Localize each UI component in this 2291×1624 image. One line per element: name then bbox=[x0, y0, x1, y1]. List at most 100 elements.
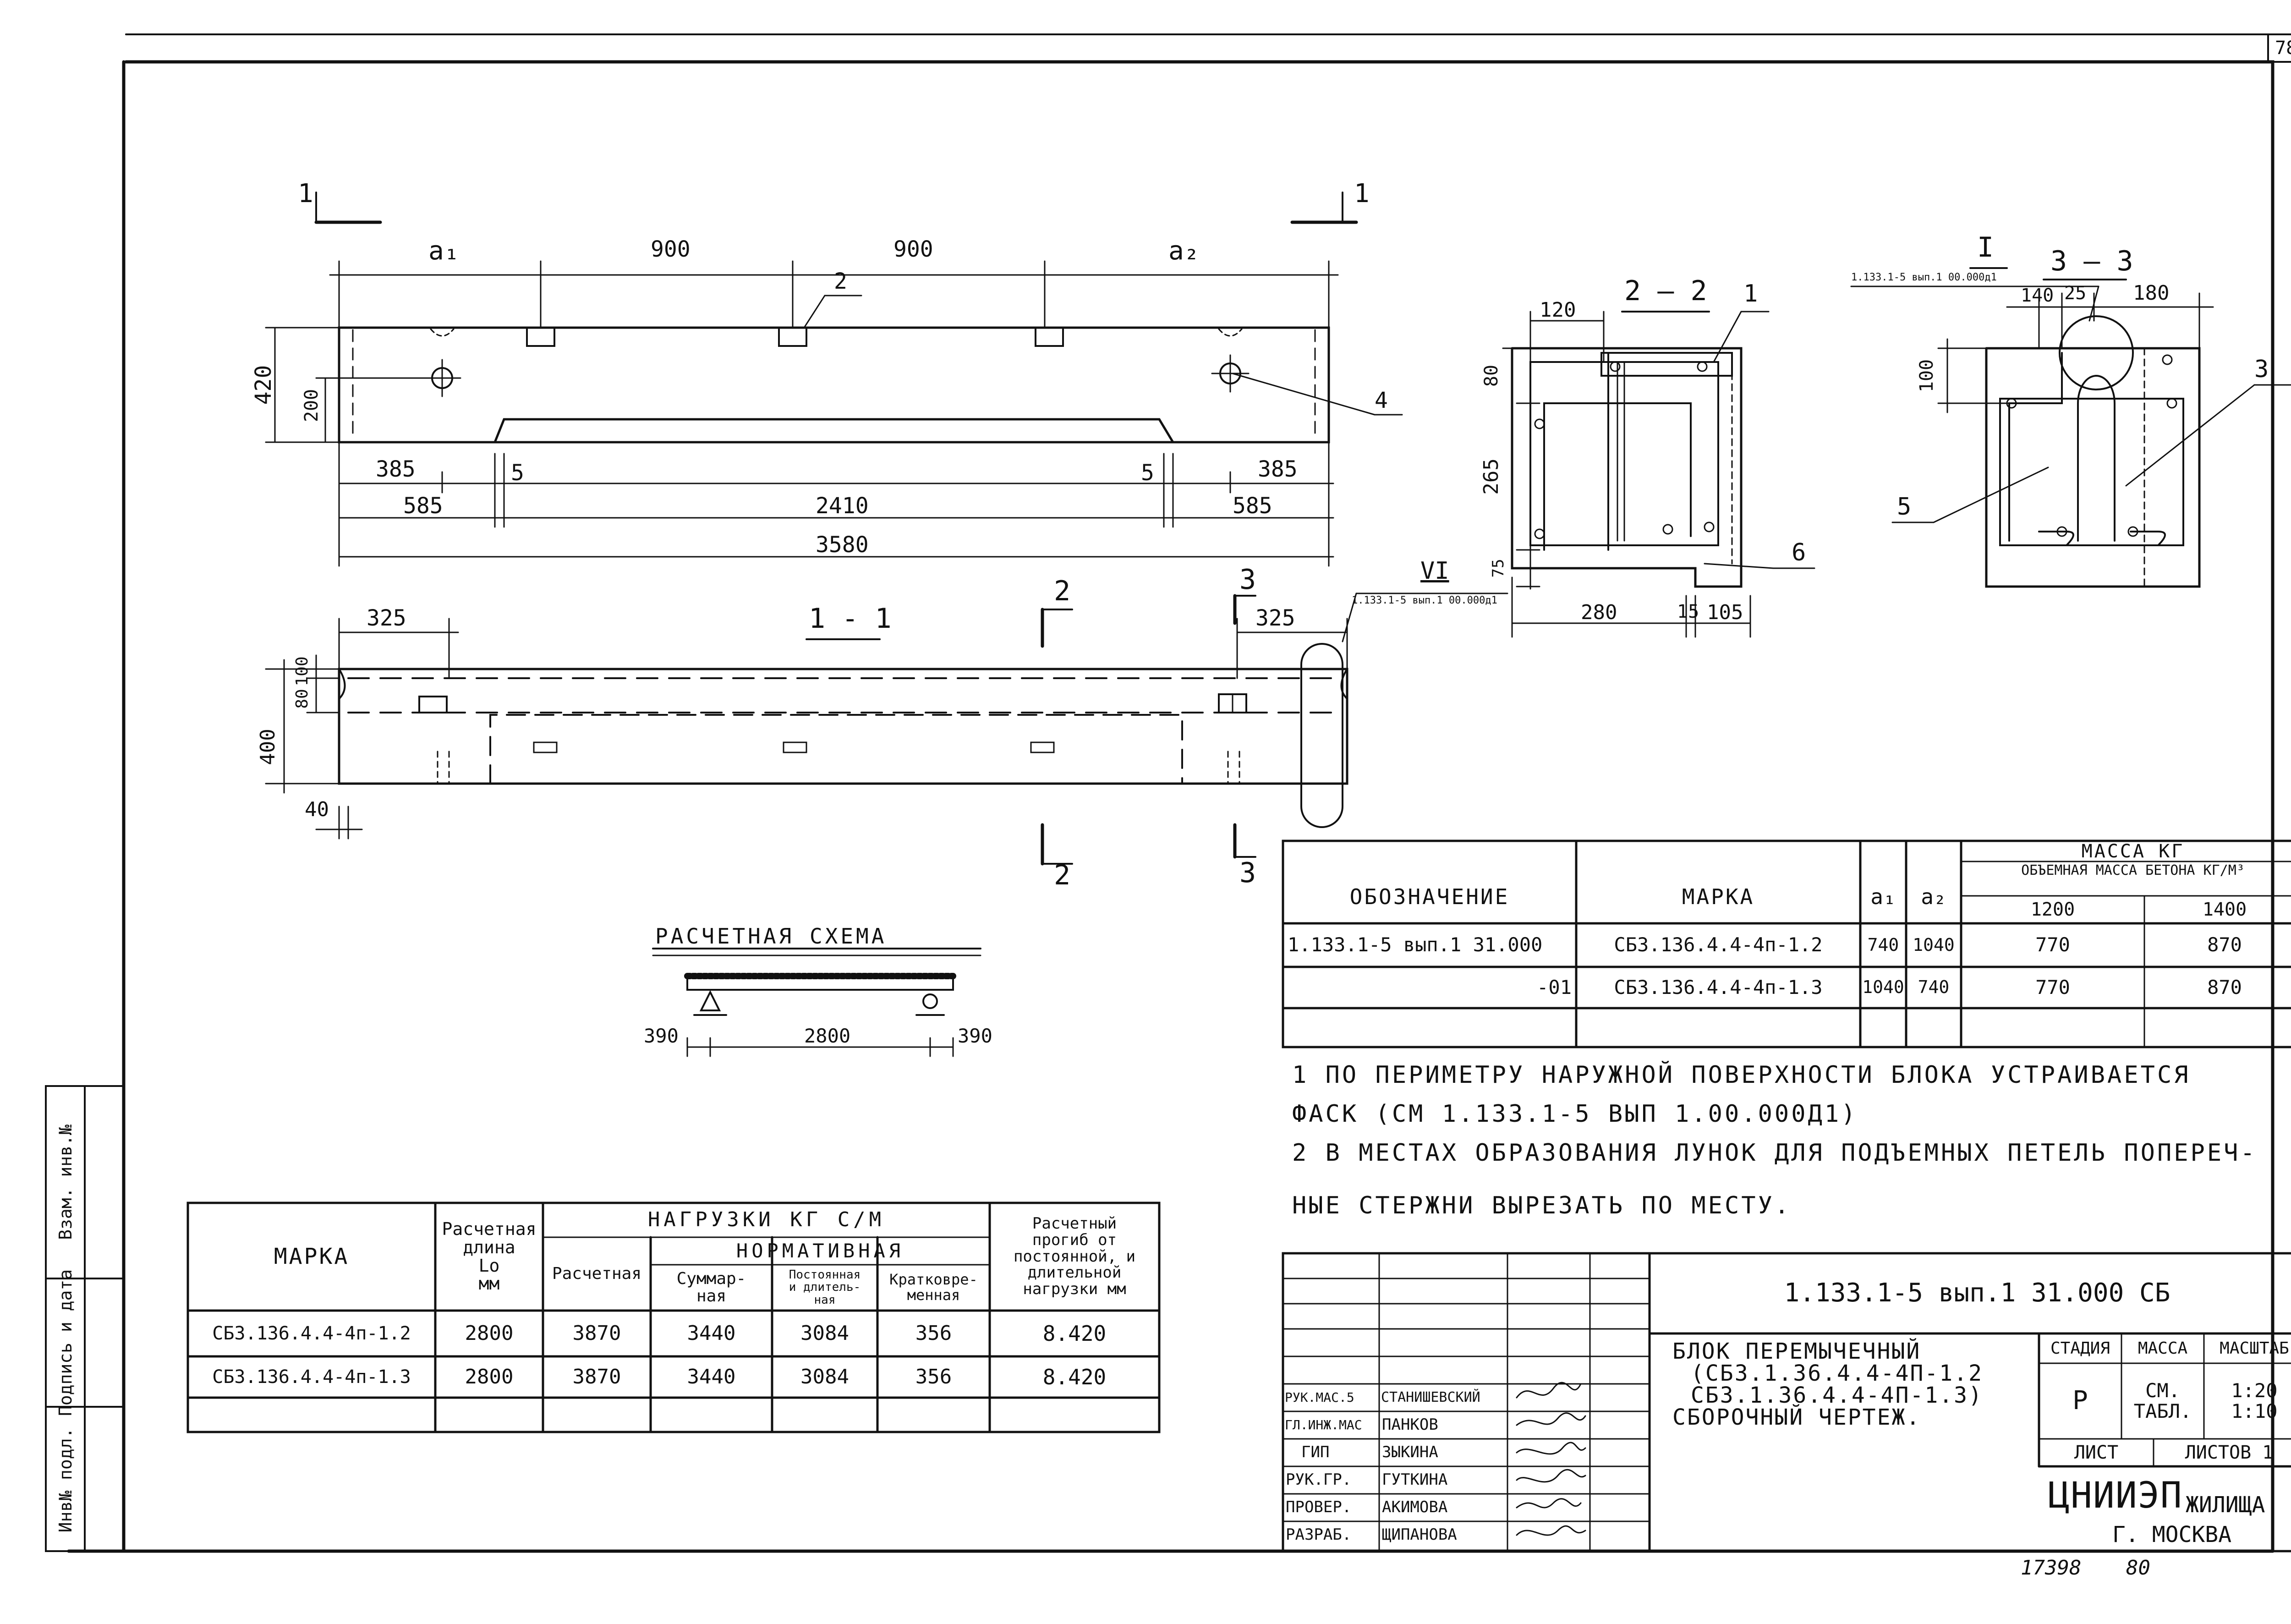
dim-385-left: 385 bbox=[376, 456, 416, 482]
load-th-short: Кратковре- менная bbox=[877, 1265, 990, 1311]
dim-900-left: 900 bbox=[651, 236, 691, 262]
section-2-2-title: 2 — 2 bbox=[1624, 275, 1707, 307]
mass-th-a2: a₂ bbox=[1921, 884, 1946, 910]
mass-th-mass: МАССА КГ bbox=[2081, 840, 2185, 862]
doc-name-line-3: СБ3.1.36.4.4-4п-1.3) bbox=[1691, 1383, 1983, 1408]
dim-585-right: 585 bbox=[1233, 493, 1272, 519]
load-th-normative: НОРМАТИВНАЯ bbox=[736, 1239, 904, 1262]
organization-logo: ЦНИИЭП bbox=[2048, 1475, 2183, 1516]
load-th-length-3: Lo bbox=[478, 1255, 500, 1276]
dim-400: 400 bbox=[256, 729, 280, 765]
scheme-dim-2800: 2800 bbox=[804, 1025, 851, 1047]
section-mark-1-left: 1 bbox=[298, 179, 313, 208]
mass-th-density: ОБЪЕМНАЯ МАССА БЕТОНА КГ/М³ bbox=[2021, 862, 2245, 879]
doc-name-line-1: Блок перемычечный bbox=[1672, 1339, 1921, 1364]
leader-5: 5 bbox=[1897, 493, 1912, 521]
sig-role-5: Провер. bbox=[1286, 1498, 1352, 1517]
scale-label: Масштаб bbox=[2220, 1339, 2289, 1358]
sheet-label: Лист bbox=[2074, 1442, 2119, 1463]
mass-r2-mark: СБ3.136.4.4-4п-1.3 bbox=[1614, 976, 1823, 999]
mass-table-lines bbox=[1282, 839, 2291, 1048]
dim-80-s2: 80 bbox=[1481, 364, 1502, 387]
dim-265: 265 bbox=[1480, 458, 1503, 495]
load-th-short-2: менная bbox=[907, 1286, 960, 1304]
mass-th-1200: 1200 bbox=[2030, 899, 2075, 920]
stamp-replacement-inv: Взам. инв.№ bbox=[55, 1125, 76, 1240]
page-number: 78 bbox=[2275, 38, 2291, 59]
load-th-length-1: Расчетная bbox=[442, 1218, 537, 1239]
sig-name-5: Акимова bbox=[1382, 1498, 1448, 1517]
sig-role-2: Гл.инж.мас bbox=[1285, 1417, 1362, 1433]
sig-name-1: Станишевский bbox=[1381, 1389, 1480, 1406]
load-th-permanent: Постоянная и длитель- ная bbox=[772, 1265, 877, 1311]
cut-mark-2-top: 2 bbox=[1054, 575, 1071, 607]
leader-3: 3 bbox=[2254, 356, 2269, 383]
section-2-2-view bbox=[1502, 311, 1815, 638]
design-scheme-title: РАСЧЕТНАЯ СХЕМА bbox=[655, 924, 887, 949]
dim-80: 80 bbox=[293, 689, 312, 709]
load-th-mark: МАРКА bbox=[274, 1244, 350, 1270]
dim-325-left: 325 bbox=[367, 605, 406, 631]
load-th-deflection: Расчетный прогиб от постоянной, и длител… bbox=[990, 1203, 1159, 1311]
load-r1-permanent: 3084 bbox=[800, 1321, 849, 1345]
load-r1-sum: 3440 bbox=[687, 1321, 736, 1345]
sig-role-3: ГИП bbox=[1301, 1443, 1330, 1462]
mass-value-1: см. bbox=[2145, 1379, 2180, 1402]
section-1-1-title: 1 - 1 bbox=[809, 603, 892, 635]
scale-value-1: 1:20 bbox=[2231, 1379, 2278, 1402]
mass-r2-a1: 1040 bbox=[1862, 977, 1904, 998]
archive-number: 17398 bbox=[2021, 1556, 2082, 1580]
scheme-dim-390-left: 390 bbox=[644, 1025, 679, 1047]
note-1-line-2: фаск (см 1.133.1-5 вып 1.00.000Д1) bbox=[1292, 1100, 1858, 1128]
load-th-permanent-2: и длитель- bbox=[789, 1280, 861, 1295]
leader-1: 1 bbox=[1743, 280, 1758, 307]
stage-value: Р bbox=[2072, 1386, 2088, 1416]
stamp-signature-date: Подпись и дата bbox=[55, 1269, 76, 1416]
load-th-design: Расчетная bbox=[552, 1264, 642, 1284]
load-th-length-2: длина bbox=[463, 1237, 515, 1257]
section-3-3-title: 3 — 3 bbox=[2050, 245, 2133, 277]
dim-25: 25 bbox=[2064, 283, 2087, 304]
mass-th-designation: ОБОЗНАЧЕНИЕ bbox=[1349, 884, 1510, 910]
scale-value-2: 1:10 bbox=[2231, 1399, 2278, 1422]
section-mark-1-right: 1 bbox=[1354, 179, 1370, 208]
doc-name-line-4: Сборочный чертеж. bbox=[1672, 1405, 1921, 1430]
sig-role-4: Рук.гр. bbox=[1286, 1470, 1352, 1489]
mass-r2-a2: 740 bbox=[1918, 977, 1950, 998]
load-th-deflection-2: прогиб от bbox=[1032, 1230, 1117, 1249]
section-3-3-view bbox=[1850, 267, 2291, 588]
dim-120: 120 bbox=[1540, 298, 1576, 322]
dim-75: 75 bbox=[1489, 559, 1507, 578]
note-2-line-1: 2 В местах образования лунок для подъемн… bbox=[1292, 1139, 2257, 1167]
mass-r1-a2: 1040 bbox=[1913, 934, 1955, 955]
load-r1-length: 2800 bbox=[465, 1321, 514, 1345]
mass-value: см. табл. bbox=[2121, 1363, 2204, 1439]
document-name: Блок перемычечный (СБ3.1.36.4.4-4п-1.2 С… bbox=[1672, 1340, 1983, 1428]
mass-value-2: табл. bbox=[2133, 1399, 2192, 1422]
design-scheme-view bbox=[652, 948, 981, 1057]
document-code: 1.133.1-5 вып.1 31.000 СБ bbox=[1784, 1278, 2170, 1308]
load-r2-deflection: 8.420 bbox=[1042, 1364, 1107, 1389]
dim-5-right: 5 bbox=[1141, 460, 1154, 486]
load-r1-short: 356 bbox=[915, 1321, 952, 1345]
cut-mark-3-top: 3 bbox=[1239, 564, 1256, 596]
node-i-label: I bbox=[1977, 231, 1994, 263]
load-th-deflection-5: нагрузки мм bbox=[1023, 1280, 1126, 1299]
load-table-lines bbox=[186, 1202, 1161, 1433]
load-th-permanent-3: ная bbox=[814, 1293, 836, 1307]
leader-4: 4 bbox=[1375, 388, 1388, 413]
mass-r1-a1: 740 bbox=[1867, 934, 1899, 955]
node-vi-ref: 1.133.1-5 вып.1 00.000д1 bbox=[1352, 595, 1497, 606]
dim-100-s3: 100 bbox=[1916, 359, 1937, 393]
mass-th-1400: 1400 bbox=[2202, 899, 2247, 920]
section-1-1-view bbox=[265, 593, 1508, 866]
sheets-label: Листов 1 bbox=[2185, 1442, 2274, 1463]
sig-role-1: Рук.мас.5 bbox=[1285, 1390, 1354, 1405]
dim-15: 15 bbox=[1677, 601, 1699, 622]
leader-6: 6 bbox=[1792, 539, 1806, 566]
dim-900-right: 900 bbox=[893, 236, 933, 262]
sig-name-3: Зыкина bbox=[1382, 1443, 1438, 1462]
archive-page: 80 bbox=[2126, 1556, 2150, 1580]
node-i-ref: 1.133.1-5 вып.1 00.000д1 bbox=[1851, 272, 1997, 283]
